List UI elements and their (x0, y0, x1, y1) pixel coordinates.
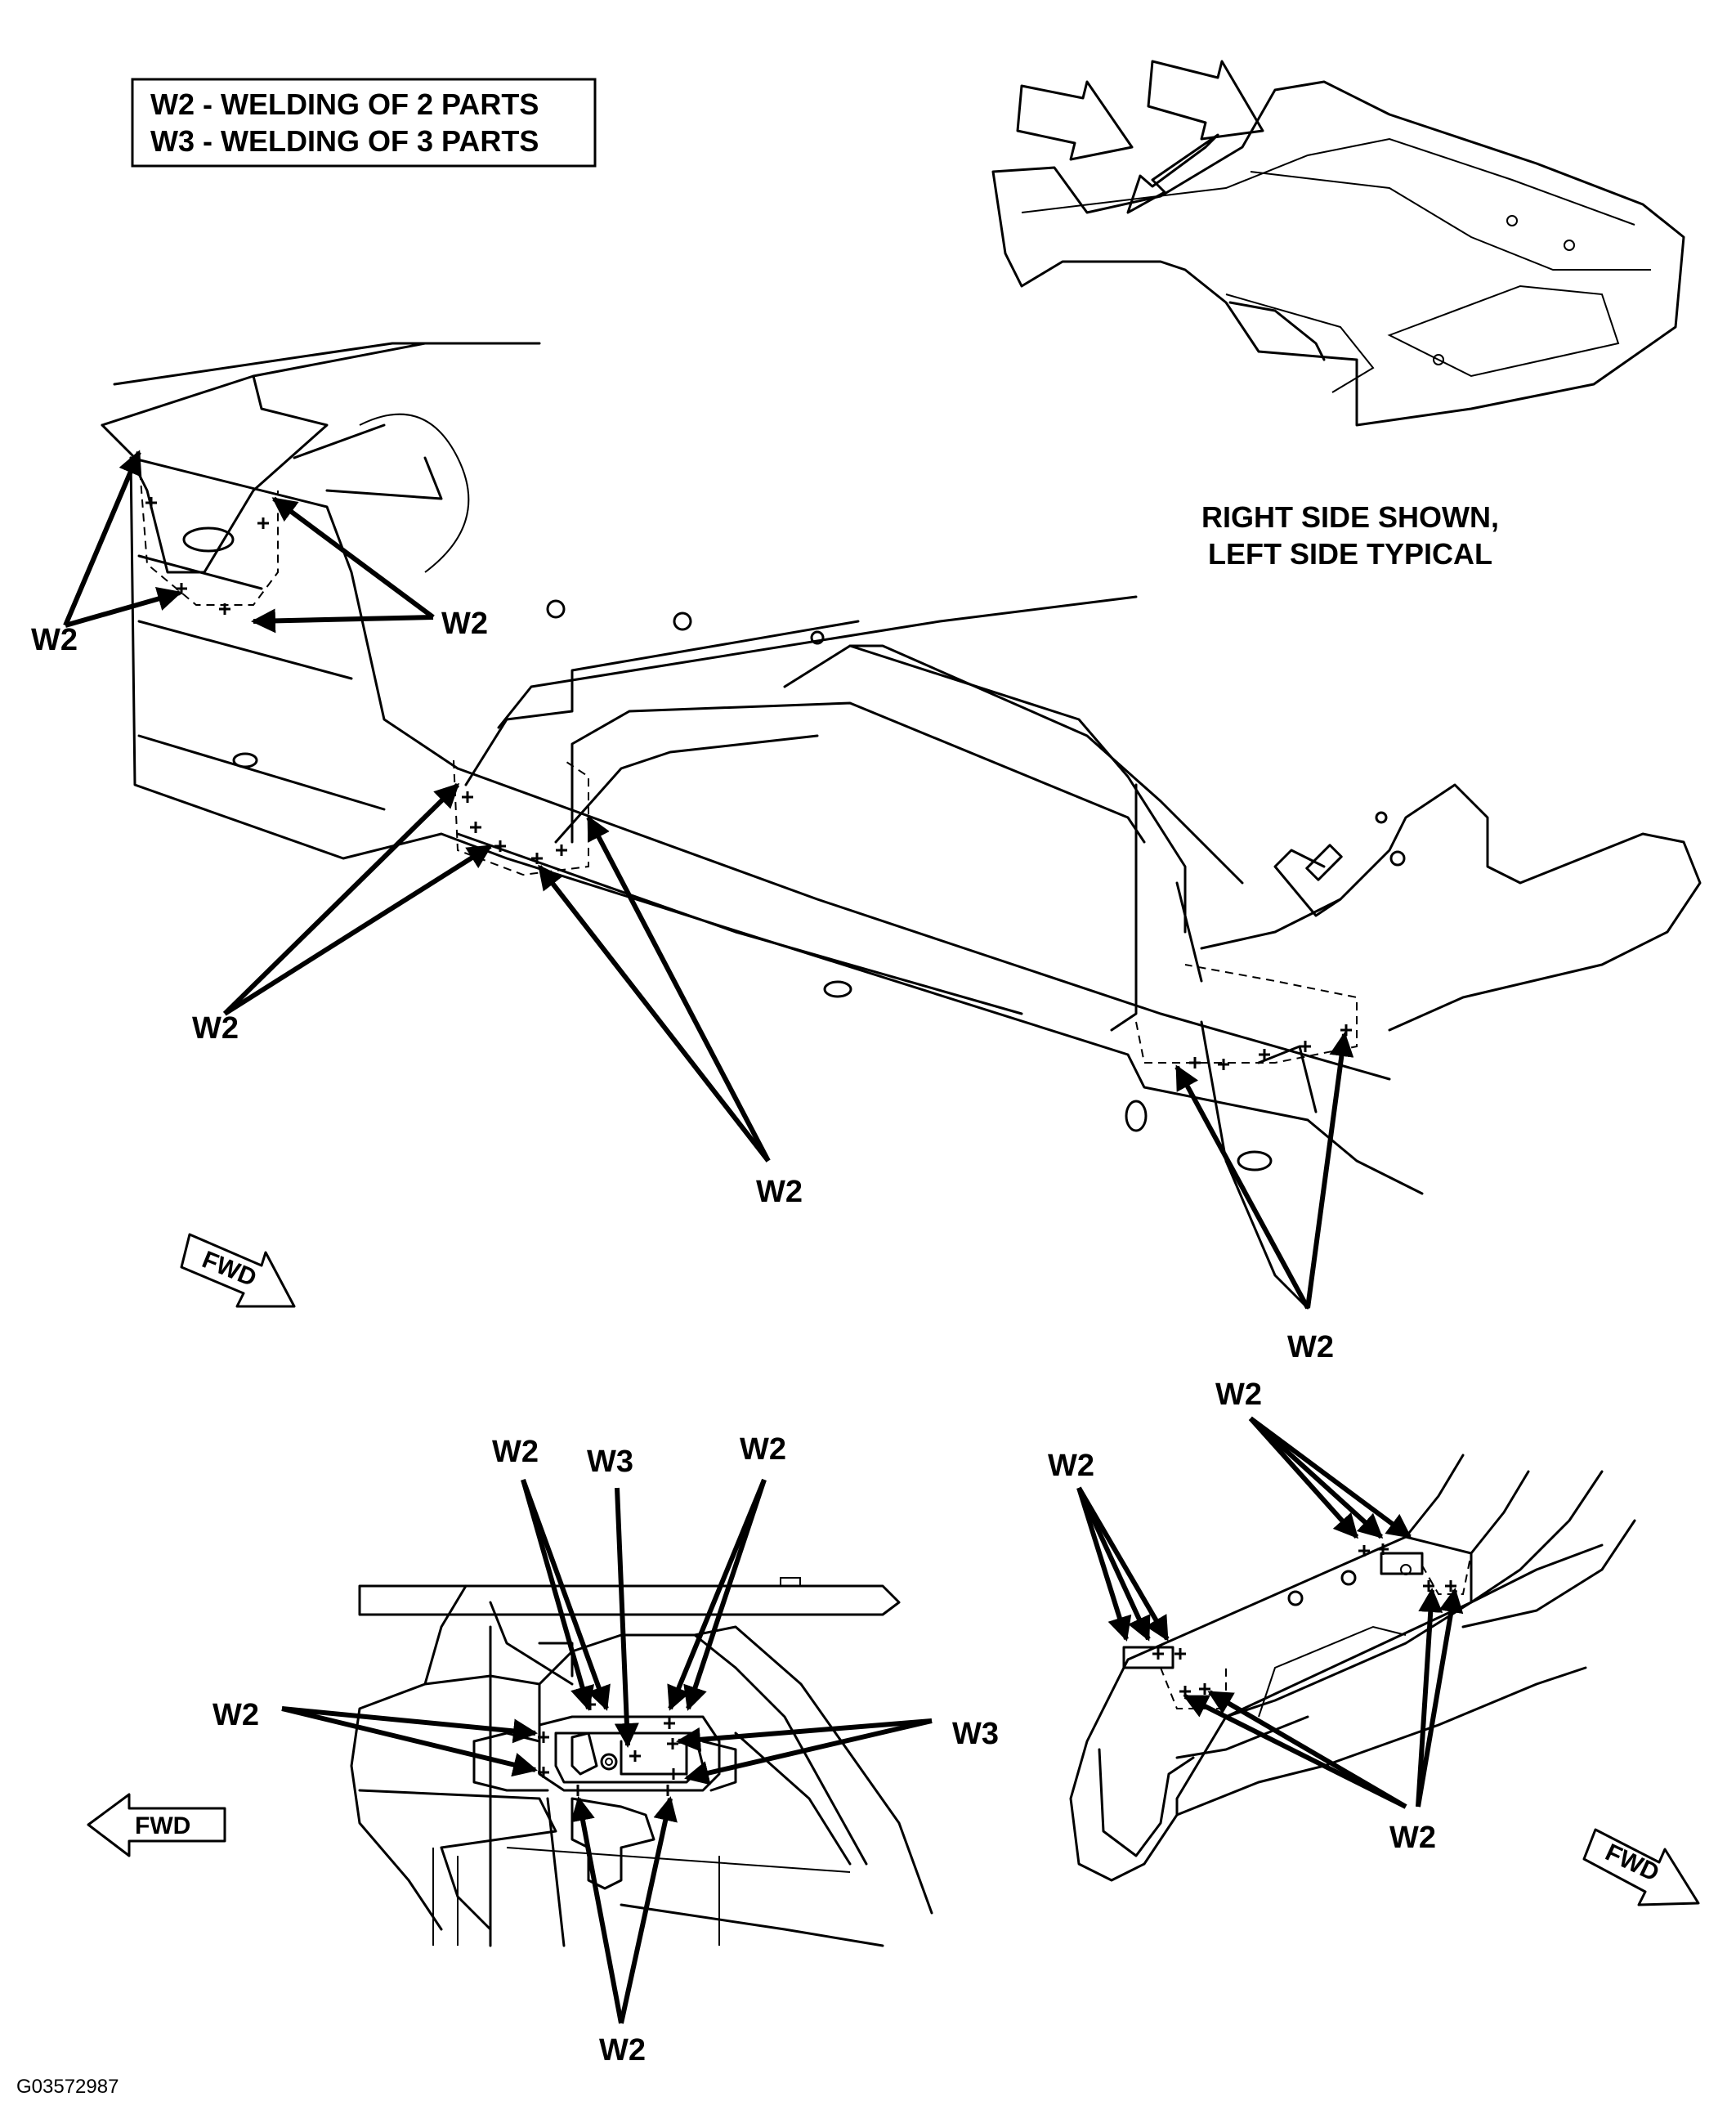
fwd-arrow-left: FWD (87, 1793, 226, 1857)
weld-marks-right (1152, 1543, 1456, 1697)
legend-box: W2 - WELDING OF 2 PARTS W3 - WELDING OF … (131, 78, 597, 168)
weld-marks-main (145, 497, 1352, 1070)
label-w2-c: W2 (192, 1011, 239, 1046)
label-w2-l: W2 (1389, 1821, 1436, 1855)
label-w2-d: W2 (756, 1175, 803, 1209)
label-w2-h: W2 (213, 1698, 259, 1732)
label-w3-a: W3 (587, 1445, 633, 1479)
label-w2-b: W2 (441, 607, 488, 641)
fwd-label-main: FWD (199, 1246, 261, 1292)
label-w2-a: W2 (31, 623, 78, 657)
fwd-label-right: FWD (1601, 1839, 1663, 1887)
detail-view-left: W2 W3 W2 W2 W3 W2 (213, 1432, 999, 2067)
fwd-arrow-right: FWD (1582, 1828, 1700, 1906)
fwd-label-left: FWD (135, 1812, 190, 1839)
main-labels: W2 W2 W2 W2 W2 (31, 607, 1334, 1364)
label-w2-j: W2 (1048, 1449, 1094, 1483)
label-w2-i: W2 (599, 2033, 646, 2067)
main-view (101, 342, 1702, 1310)
label-w3-b: W3 (952, 1717, 999, 1751)
detail-view-right: W2 W2 W2 (1048, 1378, 1636, 1882)
locator-view (991, 60, 1685, 427)
main-leaders (63, 450, 1354, 1310)
side-note: RIGHT SIDE SHOWN, LEFT SIDE TYPICAL (1201, 500, 1499, 571)
fwd-arrow-main: FWD (180, 1233, 296, 1308)
legend-line-w2: W2 - WELDING OF 2 PARTS (150, 87, 539, 121)
note-line-1: RIGHT SIDE SHOWN, (1201, 500, 1499, 534)
label-w2-e: W2 (1287, 1330, 1334, 1364)
legend-line-w3: W3 - WELDING OF 3 PARTS (150, 124, 539, 158)
label-w2-k: W2 (1215, 1378, 1262, 1412)
label-w2-g: W2 (740, 1432, 786, 1467)
note-line-2: LEFT SIDE TYPICAL (1208, 537, 1492, 571)
label-w2-f: W2 (492, 1435, 539, 1469)
figure-code: G03572987 (16, 2076, 119, 2098)
